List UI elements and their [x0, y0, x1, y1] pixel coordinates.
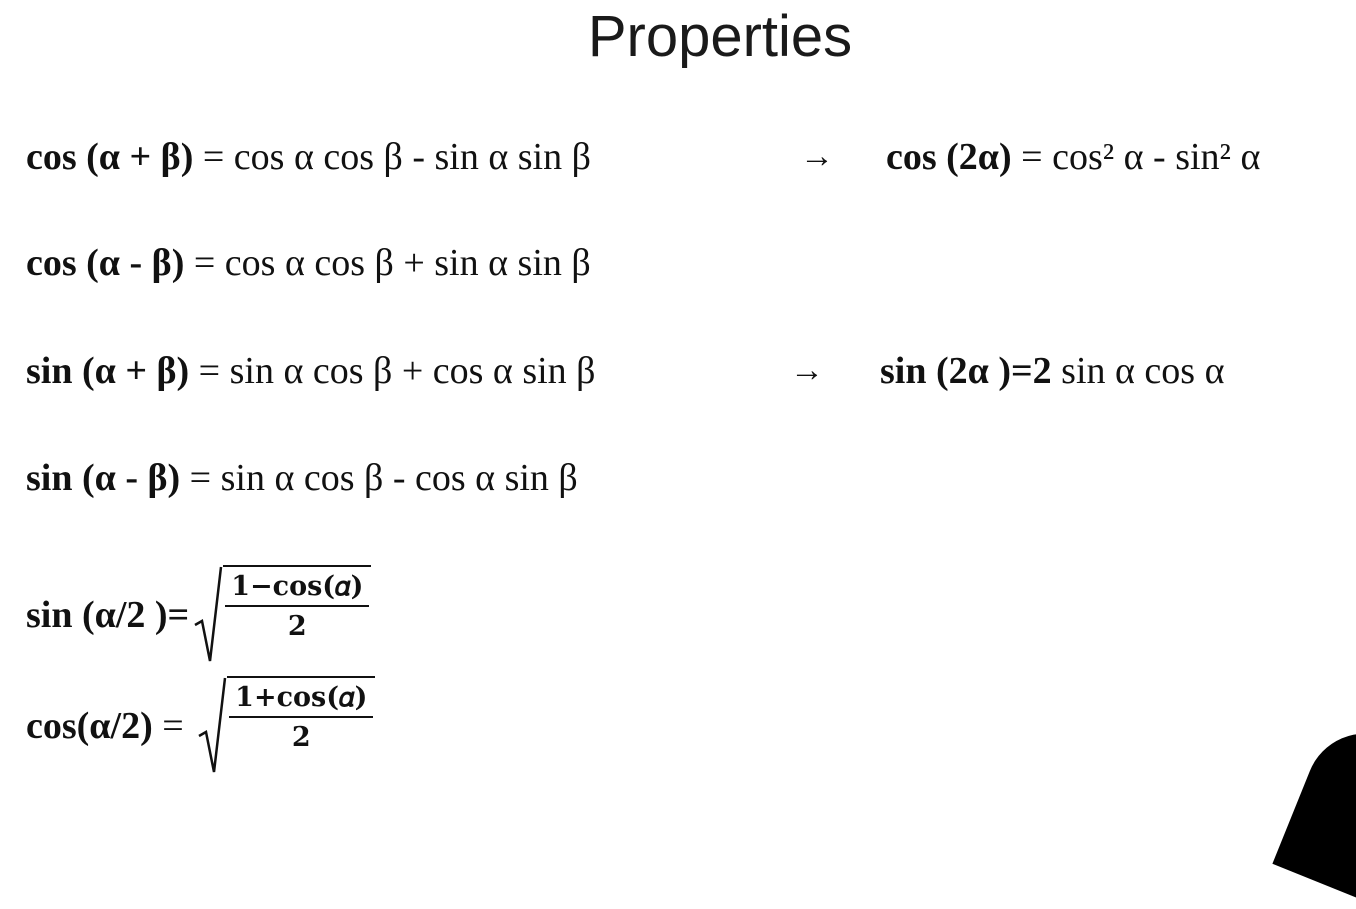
- identity-cos-difference: cos (α - β) = cos α cos β + sin α sin β: [26, 240, 591, 286]
- identity-rhs: = cos α cos β + sin α sin β: [184, 242, 591, 284]
- identity-rhs: sin α cos α: [1051, 350, 1225, 392]
- fraction-numerator: 1+cos(𝛼): [229, 678, 374, 718]
- identity-sin-half-angle: sin (α/2 )= 1−cos(𝛼) 2: [26, 565, 372, 665]
- arrow-icon: →: [790, 352, 824, 389]
- identity-lhs: cos (2α): [886, 136, 1012, 178]
- identity-equals: =: [152, 705, 194, 747]
- fraction-denominator: 2: [291, 722, 311, 753]
- presenter-silhouette: [1272, 715, 1356, 909]
- identity-rhs: = sin α cos β - cos α sin β: [180, 457, 578, 499]
- identity-lhs: sin (α - β): [26, 457, 181, 499]
- identity-lhs: sin (2α )=2: [880, 350, 1052, 392]
- identity-cos-double: cos (2α) = cos² α - sin² α: [886, 134, 1260, 180]
- fraction: 1+cos(𝛼) 2: [227, 676, 376, 776]
- identity-lhs: sin (α/2 )=: [26, 594, 190, 636]
- identity-lhs: sin (α + β): [26, 350, 190, 392]
- identity-cos-half-angle: cos(α/2) = 1+cos(𝛼) 2: [26, 676, 376, 776]
- fraction-denominator: 2: [287, 611, 307, 642]
- arrow-icon: →: [800, 138, 834, 175]
- identity-cos-sum: cos (α + β) = cos α cos β - sin α sin β: [26, 134, 591, 180]
- fraction-numerator: 1−cos(𝛼): [225, 567, 370, 607]
- identity-lhs: cos(α/2): [26, 705, 153, 747]
- identity-rhs: = cos α cos β - sin α sin β: [193, 136, 591, 178]
- identity-lhs: cos (α - β): [26, 242, 185, 284]
- identity-sin-sum: sin (α + β) = sin α cos β + cos α sin β: [26, 348, 596, 394]
- square-root-icon: 1+cos(𝛼) 2: [197, 676, 376, 776]
- page-title: Properties: [587, 4, 853, 69]
- identity-sin-double: sin (2α )=2 sin α cos α: [880, 348, 1224, 394]
- square-root-icon: 1−cos(𝛼) 2: [193, 565, 372, 665]
- identity-lhs: cos (α + β): [26, 136, 194, 178]
- fraction: 1−cos(𝛼) 2: [223, 565, 372, 665]
- identity-rhs: = sin α cos β + cos α sin β: [189, 350, 596, 392]
- identity-rhs: = cos² α - sin² α: [1011, 136, 1261, 178]
- identity-sin-difference: sin (α - β) = sin α cos β - cos α sin β: [26, 455, 578, 501]
